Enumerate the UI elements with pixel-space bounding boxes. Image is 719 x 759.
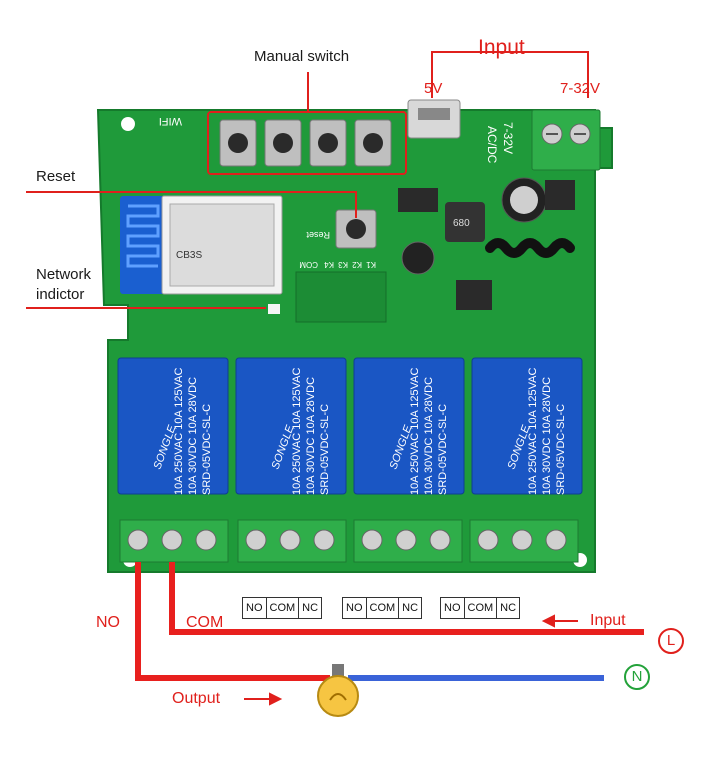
pcb-board: [96, 109, 613, 573]
reset-switch: [335, 209, 377, 249]
relay-4-rating-ac: 10A 250VAC 10A 125VAC: [527, 368, 539, 495]
terminal-no: NO: [243, 598, 267, 618]
inductor: [445, 202, 485, 242]
silk-k1: K1: [366, 260, 376, 269]
terminal-labels-1: NO COM NC: [242, 597, 323, 619]
com-live-wire: [169, 562, 644, 635]
relay-4-rating: 10A 30VDC 10A 28VDC: [541, 377, 553, 495]
rf-antenna-coil: [485, 238, 575, 258]
no-label: NO: [96, 614, 120, 631]
terminal-nc: NC: [402, 602, 419, 614]
silk-voltage: 7-32V: [501, 122, 515, 154]
arrows: [244, 614, 578, 706]
relay-2-rating: 10A 30VDC 10A 28VDC: [305, 377, 317, 495]
reset-label: Reset: [36, 168, 76, 185]
small-capacitor: [401, 241, 435, 275]
terminal-labels-3: NO COM NC: [440, 597, 521, 619]
silk-k4: K4: [324, 260, 334, 269]
terminal-com: COM: [267, 598, 300, 618]
relay-3: [353, 357, 465, 495]
network-led: [268, 304, 280, 314]
network-label-line2: indictor: [36, 286, 85, 303]
mount-hole: [121, 117, 135, 131]
wires: [135, 562, 644, 681]
k-header: [295, 271, 387, 323]
module-name: CB3S: [176, 250, 202, 261]
live-symbol: L: [658, 628, 684, 654]
manual-switches: [207, 111, 407, 175]
terminal-no: NO: [441, 598, 465, 618]
input-right-label: Input: [590, 612, 626, 629]
terminal-com: COM: [367, 598, 400, 618]
terminal-nc: NC: [500, 602, 517, 614]
regulator: [398, 188, 438, 212]
relay-3-rating: 10A 30VDC 10A 28VDC: [423, 377, 435, 495]
relay-4: [471, 357, 583, 495]
capacitor-top: [510, 186, 538, 214]
relay-1-rating: 10A 30VDC 10A 28VDC: [187, 377, 199, 495]
terminal-nc: NC: [302, 602, 319, 614]
relay-1-rating-ac: 10A 250VAC 10A 125VAC: [173, 368, 185, 495]
silk-com: COM: [299, 260, 318, 269]
relay-2-model: SRD-05VDC-SL-C: [319, 404, 331, 495]
neutral-symbol: N: [624, 664, 650, 690]
relay-1-model: SRD-05VDC-SL-C: [201, 404, 213, 495]
silk-k3: K3: [338, 260, 348, 269]
manual-switch-label: Manual switch: [254, 48, 350, 65]
voltage-7-32v-label: 7-32V: [560, 80, 601, 97]
network-label-line1: Network: [36, 266, 92, 283]
terminal-labels-2: NO COM NC: [342, 597, 423, 619]
relay-1: [117, 357, 229, 495]
voltage-5v-label: 5V: [424, 80, 443, 97]
silk-acdc: AC/DC: [485, 126, 499, 164]
terminal-no: NO: [343, 598, 367, 618]
relay-3-rating-ac: 10A 250VAC 10A 125VAC: [409, 368, 421, 495]
relay-2-rating-ac: 10A 250VAC 10A 125VAC: [291, 368, 303, 495]
no-output-wire: [135, 562, 330, 681]
silk-wifi: WIFI: [159, 115, 182, 127]
wifi-module: [120, 195, 283, 295]
output-label: Output: [172, 690, 221, 707]
ic-chip: [456, 280, 492, 310]
silk-reset: Reset: [306, 230, 330, 240]
relay-3-model: SRD-05VDC-SL-C: [437, 404, 449, 495]
input-top-label: Input: [478, 36, 525, 59]
usb-port-slot: [418, 108, 450, 120]
relay-terminals: [119, 519, 579, 563]
regulator-2: [545, 180, 575, 210]
pointer-lines: [26, 51, 589, 309]
power-terminal: [531, 109, 601, 171]
relay-4-model: SRD-05VDC-SL-C: [555, 404, 567, 495]
relay-2: [235, 357, 347, 495]
terminal-com: COM: [465, 598, 498, 618]
com-label: COM: [186, 614, 224, 631]
light-bulb-icon: [317, 664, 359, 717]
inductor-code: 680: [453, 218, 470, 229]
silk-k2: K2: [352, 260, 362, 269]
